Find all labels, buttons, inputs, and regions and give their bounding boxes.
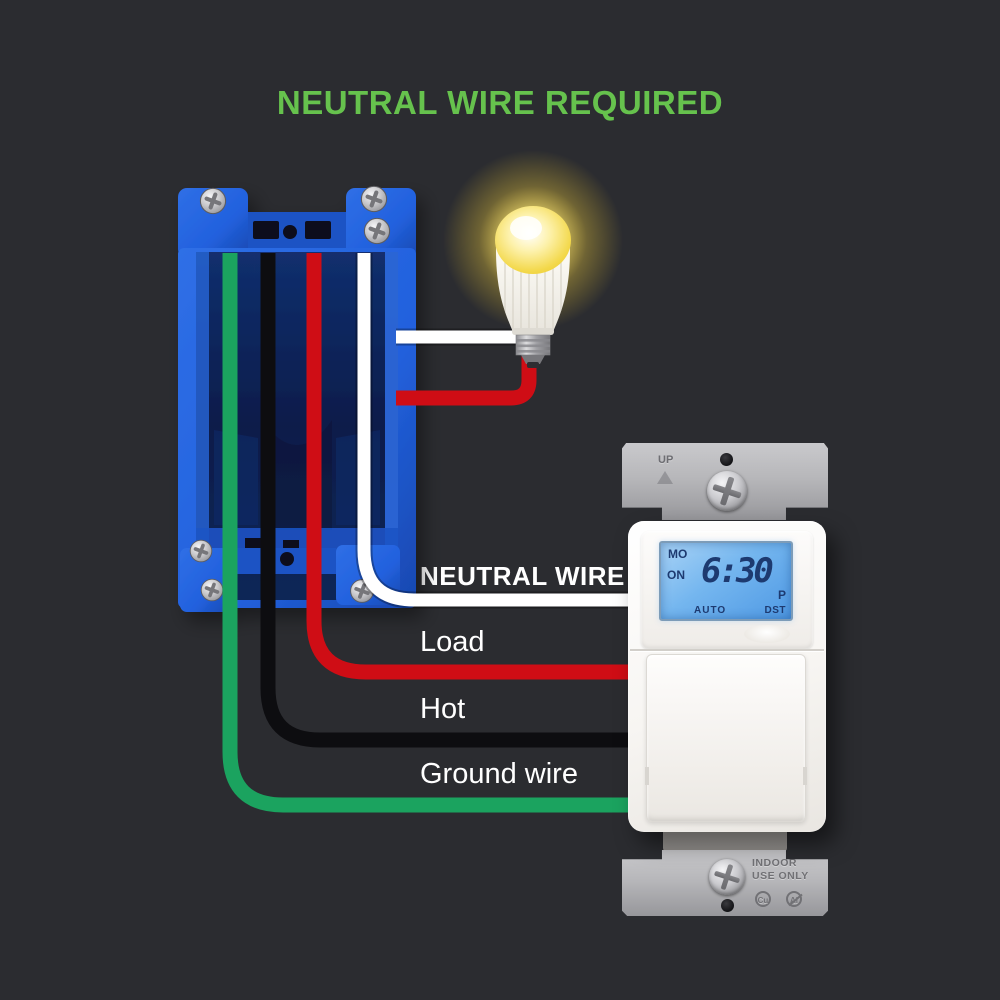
strap-hole-bottom (721, 899, 734, 912)
neutral-wire (357, 253, 640, 607)
bulb-base-tip (521, 355, 545, 364)
box-ear-left (178, 188, 248, 258)
lcd-dst-indicator: DST (764, 605, 786, 616)
hot-wire (260, 253, 632, 748)
page-title: NEUTRAL WIRE REQUIRED (276, 84, 724, 121)
box-screw (363, 217, 391, 245)
lcd-auto-indicator: AUTO (694, 605, 727, 616)
ground-wire (222, 253, 632, 813)
bulb-glass (495, 206, 571, 274)
box-screw (200, 578, 224, 602)
thumb-notch (744, 625, 790, 643)
strap-hole-top (720, 453, 733, 466)
lcd-meridiem: P (778, 588, 787, 602)
box-screw (189, 539, 213, 563)
indoor-line1: INDOOR (752, 857, 797, 869)
circuit-wires (222, 253, 640, 813)
up-arrow-icon (657, 471, 673, 484)
lcd-display: MO ON 6:30 P AUTO DST (659, 541, 793, 621)
up-marking: UP (658, 454, 674, 466)
label-hot: Hot (420, 693, 466, 725)
timer-body-tab (663, 828, 787, 852)
timer-body: MO ON 6:30 P AUTO DST (628, 521, 826, 832)
mounting-screw-top (707, 471, 747, 511)
light-bulb (443, 150, 623, 368)
battery-door[interactable] (645, 654, 807, 822)
indoor-use-label: INDOOR USE ONLY (752, 857, 826, 883)
load-wire (306, 253, 632, 680)
bulb-feed-wires (396, 328, 537, 406)
lcd-day: MO (668, 547, 688, 561)
indoor-line2: USE ONLY (752, 870, 809, 882)
mounting-strap-bottom: INDOOR USE ONLY Cu Al (622, 850, 828, 916)
mounting-strap-top: UP (622, 443, 828, 520)
lcd-on-indicator: ON (667, 568, 685, 582)
al-badge: Al (786, 891, 802, 907)
box-screw (360, 185, 388, 213)
body-seam (630, 649, 824, 651)
electrical-box (178, 185, 416, 612)
mounting-screw-bottom (709, 859, 745, 895)
label-neutral-wire: NEUTRAL WIRE (420, 561, 625, 591)
cu-badge: Cu (755, 891, 771, 907)
label-load: Load (420, 626, 485, 658)
label-ground-wire: Ground wire (420, 758, 578, 790)
load-wire-to-bulb (396, 352, 537, 406)
lcd-time: 6:30 (701, 551, 774, 591)
box-screw (199, 187, 227, 215)
